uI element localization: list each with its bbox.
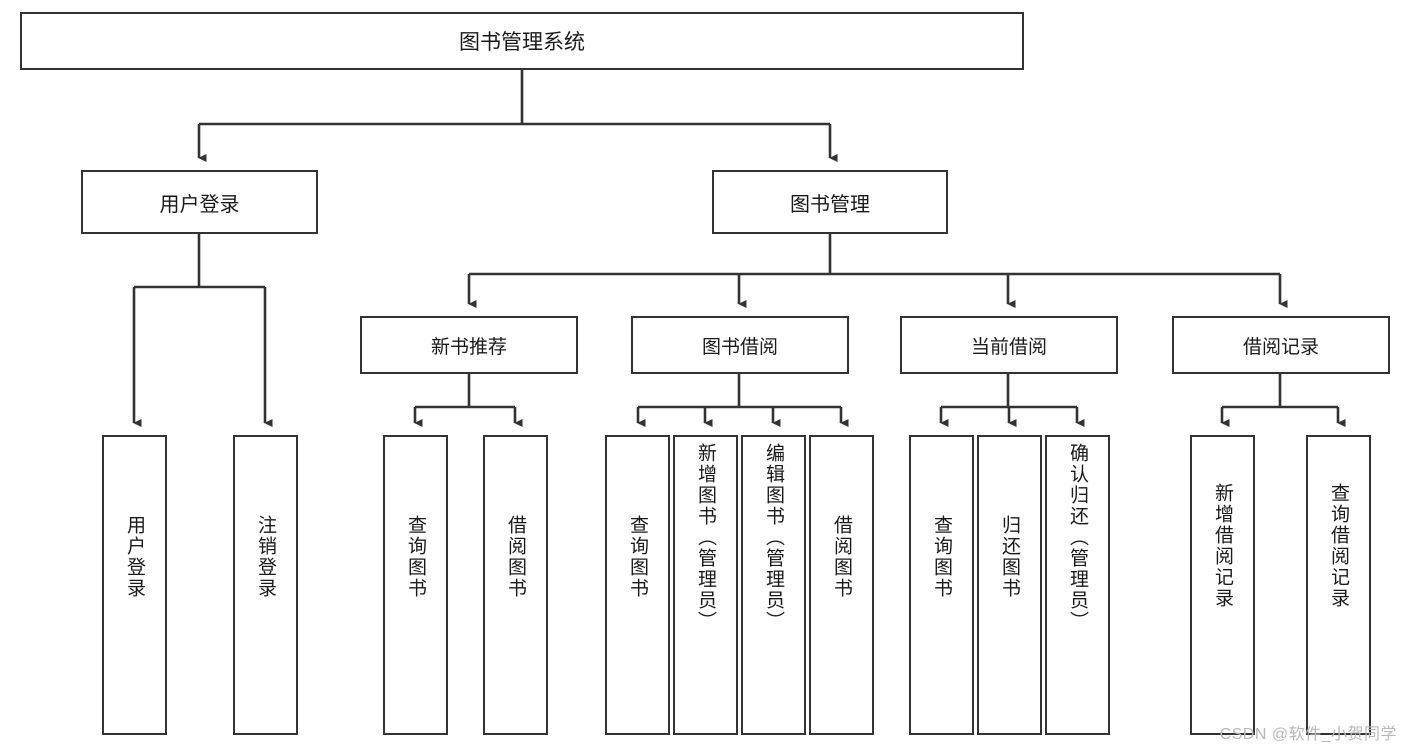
leaf-book-borrow-borrow[interactable]: 借阅图书	[809, 435, 874, 735]
node-label: 借阅图书	[831, 515, 852, 599]
node-label: 查询图书	[931, 515, 952, 599]
leaf-book-borrow-edit-admin[interactable]: 编辑图书（管理员）	[741, 435, 806, 735]
node-label: 注销登录	[255, 515, 276, 599]
node-label: 新书推荐	[430, 336, 507, 358]
node-book-management[interactable]: 图书管理	[712, 170, 948, 234]
node-label: 查询图书	[405, 515, 426, 599]
node-book-borrow[interactable]: 图书借阅	[631, 316, 849, 374]
node-label: 图书管理系统	[459, 31, 585, 54]
node-label: 用户登录	[159, 193, 240, 216]
node-label: 查询借阅记录	[1328, 483, 1349, 609]
node-label: 图书借阅	[701, 336, 778, 358]
node-label: 借阅图书	[505, 515, 526, 599]
leaf-current-borrow-query[interactable]: 查询图书	[909, 435, 974, 735]
leaf-user-login-signout[interactable]: 注销登录	[233, 435, 298, 735]
leaf-new-book-borrow[interactable]: 借阅图书	[483, 435, 548, 735]
node-new-book-recommend[interactable]: 新书推荐	[360, 316, 578, 374]
leaf-borrow-record-add[interactable]: 新增借阅记录	[1190, 435, 1255, 735]
leaf-current-borrow-confirm-admin[interactable]: 确认归还（管理员）	[1045, 435, 1110, 735]
leaf-book-borrow-query[interactable]: 查询图书	[605, 435, 670, 735]
leaf-book-borrow-add-admin[interactable]: 新增图书（管理员）	[673, 435, 738, 735]
leaf-user-login-signin[interactable]: 用户登录	[102, 435, 167, 735]
node-label: 编辑图书（管理员）	[763, 443, 784, 632]
node-label: 借阅记录	[1242, 336, 1319, 358]
node-root-system[interactable]: 图书管理系统	[20, 12, 1024, 70]
node-user-login[interactable]: 用户登录	[81, 170, 318, 234]
node-current-borrow[interactable]: 当前借阅	[900, 316, 1118, 374]
node-label: 归还图书	[999, 515, 1020, 599]
node-label: 查询图书	[627, 515, 648, 599]
node-label: 用户登录	[124, 515, 145, 599]
node-label: 新增借阅记录	[1212, 483, 1233, 609]
node-label: 确认归还（管理员）	[1067, 443, 1088, 632]
leaf-borrow-record-query[interactable]: 查询借阅记录	[1306, 435, 1371, 735]
leaf-new-book-query[interactable]: 查询图书	[383, 435, 448, 735]
node-label: 图书管理	[790, 193, 870, 216]
node-label: 新增图书（管理员）	[695, 443, 716, 632]
node-borrow-record[interactable]: 借阅记录	[1172, 316, 1390, 374]
leaf-current-borrow-return[interactable]: 归还图书	[977, 435, 1042, 735]
node-label: 当前借阅	[970, 336, 1047, 358]
csdn-watermark: CSDN @软件_小贺同学	[1219, 726, 1397, 743]
